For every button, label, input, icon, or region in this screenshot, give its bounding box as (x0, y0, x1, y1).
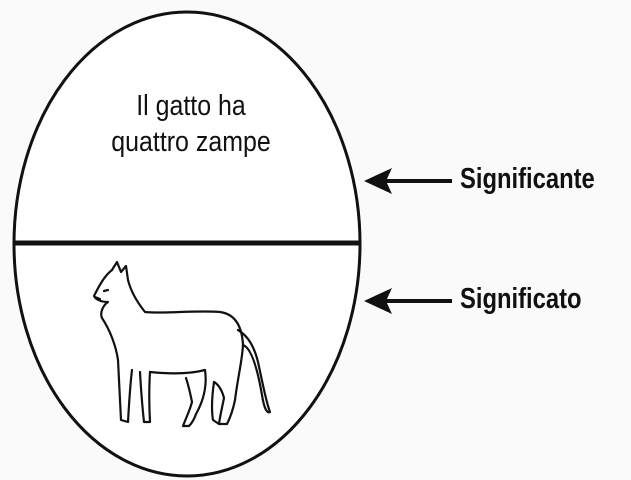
sentence-line-2: quattro zampe (111, 126, 271, 158)
cat-icon (92, 260, 272, 428)
arrow-signifier (364, 168, 452, 194)
sentence-line-1: Il gatto ha (136, 90, 246, 122)
signified-label: Significato (460, 283, 582, 315)
arrow-signified (364, 288, 452, 314)
signifier-label: Significante (460, 163, 595, 195)
